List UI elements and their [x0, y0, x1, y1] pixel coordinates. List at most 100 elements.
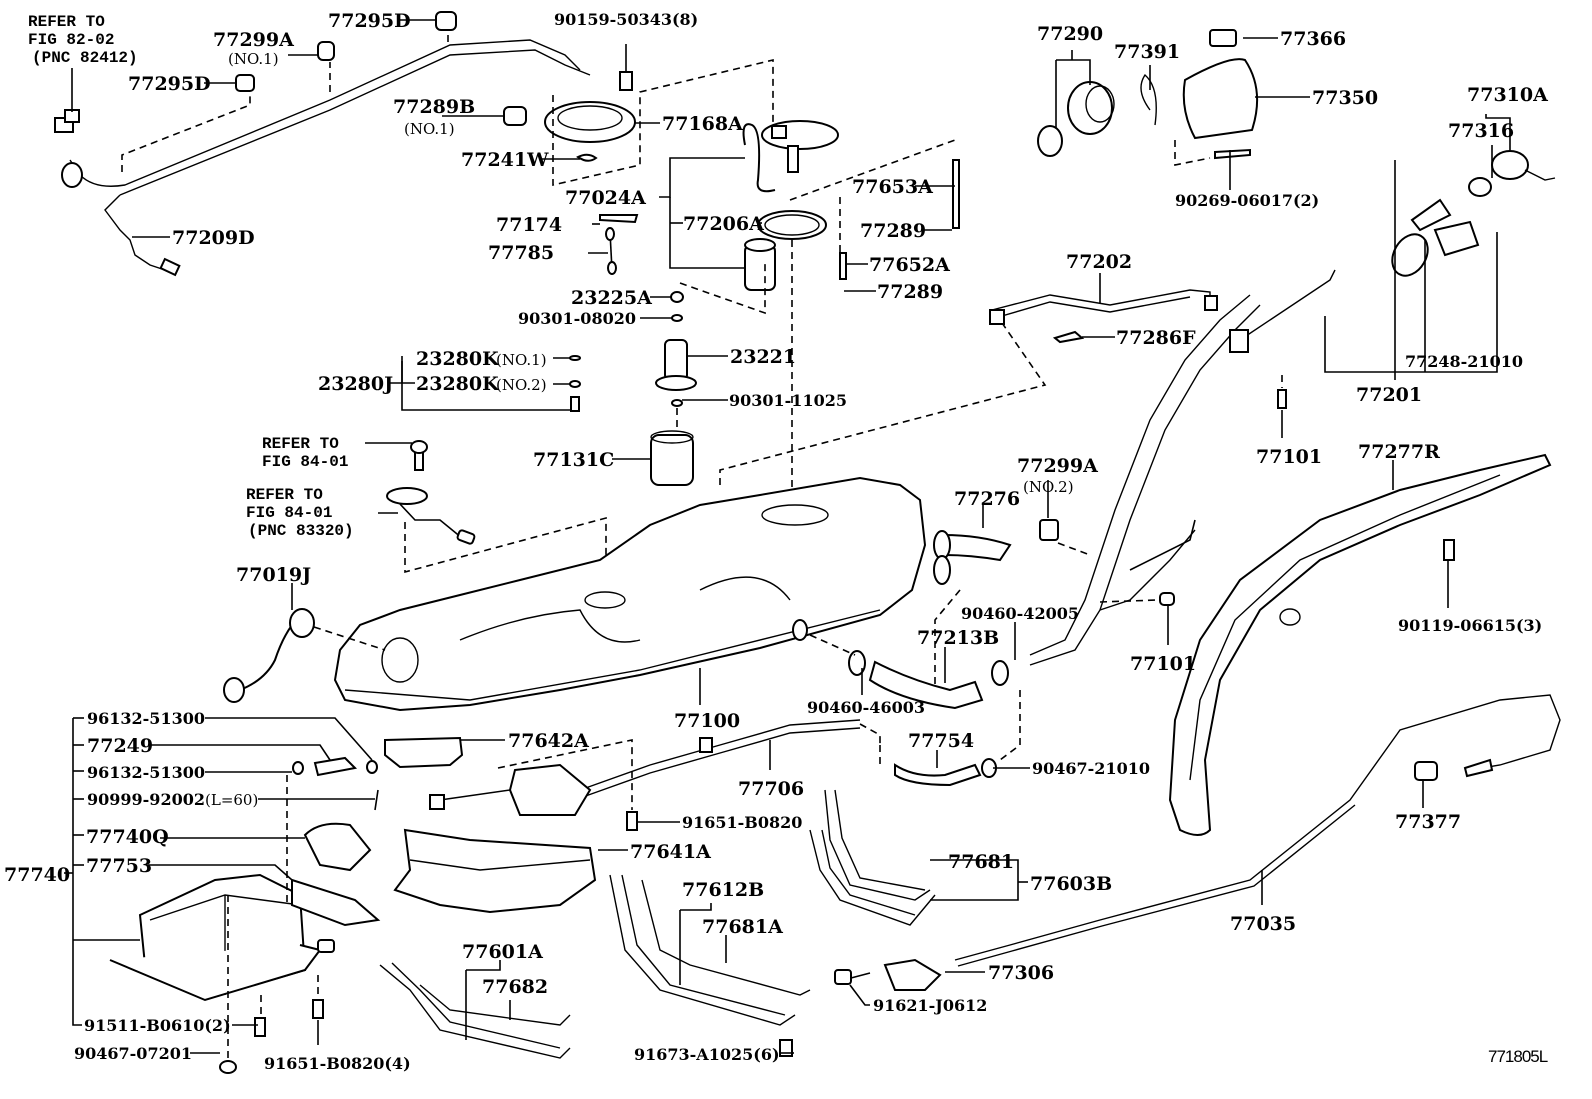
label-91651-B0820-b[interactable]: 91651-B0820(4)	[264, 1054, 411, 1073]
label-77299A-no2[interactable]: 77299A	[1017, 455, 1098, 477]
part-77653a-hose	[952, 159, 960, 229]
label-90119-06615[interactable]: 90119-06615(3)	[1398, 616, 1542, 635]
label-77290[interactable]: 77290	[1037, 23, 1103, 45]
label-77286F[interactable]: 77286F	[1116, 327, 1196, 349]
label-77209D[interactable]: 77209D	[172, 227, 255, 249]
bolt-91651-b0820-b	[312, 999, 324, 1019]
label-77310A[interactable]: 77310A	[1467, 84, 1548, 106]
label-77248-21010[interactable]: 77248-21010	[1405, 352, 1523, 371]
label-90269-06017[interactable]: 90269-06017(2)	[1175, 191, 1319, 210]
label-96132-51300-a[interactable]: 96132-51300	[87, 709, 205, 728]
label-77681[interactable]: 77681	[948, 851, 1014, 873]
label-77019J[interactable]: 77019J	[236, 564, 311, 586]
label-77241W[interactable]: 77241W	[461, 149, 549, 171]
label-96132-51300-b[interactable]: 96132-51300	[87, 763, 205, 782]
label-77295D-a[interactable]: 77295D	[328, 10, 411, 32]
label-23280K-no1[interactable]: 23280K	[416, 348, 500, 370]
label-90301-08020[interactable]: 90301-08020	[518, 309, 636, 328]
label-77276[interactable]: 77276	[954, 488, 1020, 510]
clip-90467-07201	[219, 1060, 237, 1074]
label-77653A[interactable]: 77653A	[852, 176, 933, 198]
label-77035[interactable]: 77035	[1230, 913, 1296, 935]
label-77641A[interactable]: 77641A	[630, 841, 711, 863]
label-90999-92002[interactable]: 90999-92002	[87, 790, 205, 809]
label-77753[interactable]: 77753	[86, 855, 152, 877]
label-77289-b[interactable]: 77289	[877, 281, 943, 303]
label-23221[interactable]: 23221	[730, 346, 796, 368]
label-77249[interactable]: 77249	[87, 735, 153, 757]
label-77299A-no1[interactable]: 77299A	[213, 29, 294, 51]
label-77652A[interactable]: 77652A	[869, 254, 950, 276]
label-77603B[interactable]: 77603B	[1030, 873, 1112, 895]
label-77366[interactable]: 77366	[1280, 28, 1346, 50]
label-77213B[interactable]: 77213B	[917, 627, 999, 649]
label-77681A[interactable]: 77681A	[702, 916, 783, 938]
label-23225A[interactable]: 23225A	[571, 287, 652, 309]
label-77206A[interactable]: 77206A	[683, 213, 764, 235]
label-77391[interactable]: 77391	[1114, 41, 1180, 63]
part-77209d-tube	[54, 39, 591, 277]
part-77740-canister	[109, 756, 381, 1074]
label-77277R[interactable]: 77277R	[1358, 441, 1440, 463]
label-77202[interactable]: 77202	[1066, 251, 1132, 273]
clip-77295d-a	[435, 11, 457, 31]
label-90460-46003[interactable]: 90460-46003	[807, 698, 925, 717]
label-77101-b[interactable]: 77101	[1130, 653, 1196, 675]
part-77350-lid	[1182, 58, 1259, 140]
label-77131C[interactable]: 77131C	[533, 449, 614, 471]
ref-text: REFER TO	[28, 13, 105, 31]
label-77601A[interactable]: 77601A	[462, 941, 543, 963]
label-90467-07201[interactable]: 90467-07201	[74, 1044, 192, 1063]
note-23280K-no1: (NO.1)	[496, 351, 547, 369]
label-90159-50343[interactable]: 90159-50343(8)	[554, 10, 698, 29]
label-77168A[interactable]: 77168A	[662, 113, 743, 135]
label-77377[interactable]: 77377	[1395, 811, 1461, 833]
figure-code: 771805L	[1488, 1047, 1548, 1066]
label-77295D-b[interactable]: 77295D	[128, 73, 211, 95]
label-77706[interactable]: 77706	[738, 778, 804, 800]
label-77642A[interactable]: 77642A	[508, 730, 589, 752]
label-77174[interactable]: 77174	[496, 214, 562, 236]
label-23280J[interactable]: 23280J	[318, 373, 393, 395]
clip-77289b	[503, 106, 527, 126]
ref-text: (PNC 83320)	[248, 522, 354, 540]
label-77740Q[interactable]: 77740Q	[86, 826, 169, 848]
part-77168a-ring	[544, 101, 636, 143]
part-77100-fuel-tank	[333, 476, 927, 712]
label-91621-J0612[interactable]: 91621-J0612	[873, 996, 987, 1015]
part-77277r-protector	[1168, 453, 1552, 836]
label-90301-11025[interactable]: 90301-11025	[729, 391, 847, 410]
label-77101-a[interactable]: 77101	[1256, 446, 1322, 468]
label-77201[interactable]: 77201	[1356, 384, 1422, 406]
label-91651-B0820-a[interactable]: 91651-B0820	[682, 813, 802, 832]
clip-77295d-b	[235, 74, 255, 92]
label-77350[interactable]: 77350	[1312, 87, 1378, 109]
label-23280K-no2[interactable]: 23280K	[416, 373, 500, 395]
label-77754[interactable]: 77754	[908, 730, 974, 752]
label-91511-B0610[interactable]: 91511-B0610(2)	[84, 1016, 231, 1035]
part-77201-filler-pipe	[1029, 198, 1498, 666]
label-77289-a[interactable]: 77289	[860, 220, 926, 242]
label-90460-42005[interactable]: 90460-42005	[961, 604, 1079, 623]
part-77310a-cap	[1491, 150, 1529, 180]
part-77206a-gasket	[757, 210, 827, 240]
label-77289B[interactable]: 77289B	[393, 96, 475, 118]
label-77612B[interactable]: 77612B	[682, 879, 764, 901]
note-77299A-no1: (NO.1)	[228, 50, 279, 68]
label-77682[interactable]: 77682	[482, 976, 548, 998]
label-90467-21010[interactable]: 90467-21010	[1032, 759, 1150, 778]
part-77753-bracket	[291, 878, 381, 927]
label-91673-A1025[interactable]: 91673-A1025(6)	[634, 1045, 780, 1064]
label-77785[interactable]: 77785	[488, 242, 554, 264]
part-77035-cable	[954, 694, 1561, 961]
label-77316[interactable]: 77316	[1448, 120, 1514, 142]
label-77100[interactable]: 77100	[674, 710, 740, 732]
part-77306	[883, 958, 942, 991]
part-77391-clip	[1140, 73, 1157, 126]
label-77306[interactable]: 77306	[988, 962, 1054, 984]
part-77131c-body	[650, 434, 694, 486]
label-77740[interactable]: 77740	[4, 864, 70, 886]
clip-77299a-no2	[1039, 519, 1059, 541]
label-77024A[interactable]: 77024A	[565, 187, 646, 209]
